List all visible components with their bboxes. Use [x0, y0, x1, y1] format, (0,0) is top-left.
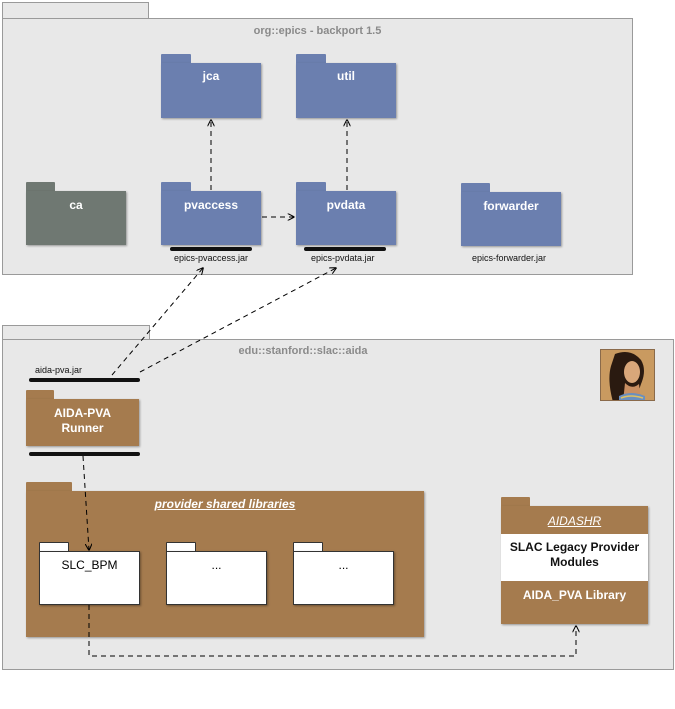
- aida-jar-bar-bottom: [29, 452, 140, 456]
- aida-package-title: edu::stanford::slac::aida: [238, 345, 368, 357]
- runner-label-line2: Runner: [61, 421, 104, 435]
- arrow-slc-bpm-to-aida-pva-library: [88, 605, 576, 657]
- folder-tab-icon: [161, 54, 191, 65]
- forwarder-package[interactable]: forwarder: [461, 183, 561, 246]
- runner-label-line1: AIDA-PVA: [53, 406, 112, 420]
- provider-lib-item[interactable]: ...: [293, 542, 394, 605]
- folder-tab-icon: [501, 497, 530, 508]
- forwarder-jar-label: epics-forwarder.jar: [472, 253, 547, 263]
- folder-tab-icon: [26, 182, 55, 193]
- folder-tab-icon: [26, 390, 54, 401]
- folder-tab-icon: [26, 482, 72, 493]
- arrow-aida-to-pvdata-jar: [139, 268, 336, 373]
- provider-lib-item[interactable]: SLC_BPM: [39, 542, 140, 605]
- aida-pva-runner-package[interactable]: AIDA-PVA Runner: [26, 390, 139, 446]
- jca-label: jca: [202, 69, 220, 83]
- provider-lib-label: ...: [211, 558, 222, 572]
- legacy-provider-modules-box[interactable]: SLAC Legacy Provider Modules: [501, 534, 648, 581]
- provider-lib-label: ...: [338, 558, 349, 572]
- aida-portrait-image: [600, 349, 655, 401]
- aida-pva-library-label: AIDA_PVA Library: [522, 588, 627, 602]
- aida-jar-bar-top: [29, 378, 140, 382]
- epics-package-title: org::epics - backport 1.5: [253, 25, 382, 37]
- aida-package-tab: [2, 325, 150, 340]
- arrow-aida-to-pvaccess-jar: [111, 268, 203, 376]
- aida-jar-label: aida-pva.jar: [35, 365, 83, 375]
- folder-tab-icon: [296, 54, 326, 65]
- aidashr-title: AIDASHR: [547, 514, 602, 528]
- provider-lib-item[interactable]: ...: [166, 542, 267, 605]
- ca-package[interactable]: ca: [26, 182, 126, 245]
- util-package[interactable]: util: [296, 54, 396, 118]
- pvaccess-package[interactable]: pvaccess: [161, 182, 261, 245]
- jca-package[interactable]: jca: [161, 54, 261, 118]
- provider-libs-title: provider shared libraries: [154, 497, 296, 511]
- epics-package-tab: [2, 2, 149, 19]
- pvaccess-jar-bar: [170, 247, 252, 251]
- pvdata-label: pvdata: [326, 198, 366, 212]
- ca-label: ca: [69, 198, 83, 212]
- pvdata-jar-bar: [304, 247, 386, 251]
- pvdata-jar-label: epics-pvdata.jar: [311, 253, 375, 263]
- forwarder-label: forwarder: [483, 199, 539, 213]
- legacy-provider-label-line2: Modules: [550, 555, 599, 569]
- provider-lib-label: SLC_BPM: [61, 558, 118, 572]
- pvaccess-label: pvaccess: [183, 198, 239, 212]
- folder-tab-icon: [161, 182, 191, 193]
- pvdata-package[interactable]: pvdata: [296, 182, 396, 245]
- arrow-runner-to-slc-bpm: [82, 455, 89, 550]
- legacy-provider-label-line1: SLAC Legacy Provider: [509, 540, 640, 554]
- folder-tab-icon: [461, 183, 490, 194]
- folder-tab-icon: [296, 182, 326, 193]
- pvaccess-jar-label: epics-pvaccess.jar: [174, 253, 249, 263]
- util-label: util: [337, 69, 355, 83]
